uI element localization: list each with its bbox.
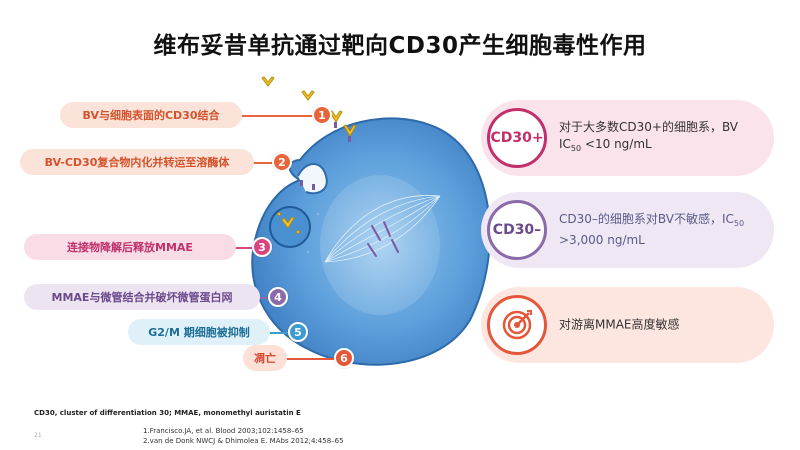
antibody-free bbox=[261, 76, 315, 101]
references: 1.Francisco.JA, et al. Blood 2003;102:14… bbox=[143, 426, 344, 446]
cd30-positive-badge: CD30+ bbox=[487, 108, 547, 168]
cd30-negative-badge: CD30– bbox=[487, 200, 547, 260]
step-number-2: 2 bbox=[272, 152, 292, 172]
connector-line-1 bbox=[240, 115, 314, 117]
step-label-3: 连接物降解后释放MMAE bbox=[24, 234, 236, 260]
cd30-negative-text: CD30–的细胞系对BV不敏感，IC50 >3,000 ng/mL bbox=[559, 211, 745, 248]
step-number-3: 3 bbox=[252, 237, 272, 257]
step-number-5: 5 bbox=[288, 322, 308, 342]
connector-line-3 bbox=[235, 247, 253, 249]
page-number: 21 bbox=[34, 432, 42, 439]
step-number-4: 4 bbox=[268, 287, 288, 307]
mmae-release bbox=[277, 212, 300, 234]
endocytic-pocket bbox=[297, 163, 328, 195]
card-mmae-sensitivity: 对游离MMAE高度敏感 bbox=[481, 287, 774, 363]
connector-line-2 bbox=[252, 162, 274, 164]
connector-line-5 bbox=[268, 332, 290, 334]
page-title: 维布妥昔单抗通过靶向CD30产生细胞毒性作用 bbox=[153, 33, 647, 59]
step-label-4: MMAE与微管结合并破坏微管蛋白网 bbox=[24, 284, 260, 310]
connector-line-6 bbox=[278, 358, 336, 360]
step-label-5: G2/M 期细胞被抑制 bbox=[128, 319, 270, 345]
target-icon bbox=[487, 295, 547, 355]
lysosome bbox=[269, 206, 311, 248]
chromosomes bbox=[367, 221, 399, 257]
step-number-1: 1 bbox=[312, 105, 332, 125]
spindle-region bbox=[320, 175, 440, 315]
step-label-1: BV与细胞表面的CD30结合 bbox=[60, 102, 242, 128]
card-cd30-positive: CD30+ 对于大多数CD30+的细胞系，BV IC50 <10 ng/mL bbox=[481, 100, 774, 176]
abbreviation-footnote: CD30, cluster of differentiation 30; MMA… bbox=[34, 409, 301, 417]
step-label-2: BV-CD30复合物内化并转运至溶酶体 bbox=[20, 149, 254, 175]
step-label-6: 凋亡 bbox=[243, 345, 287, 371]
step-number-6: 6 bbox=[334, 348, 354, 368]
card-cd30-negative: CD30– CD30–的细胞系对BV不敏感，IC50 >3,000 ng/mL bbox=[481, 192, 774, 268]
mmae-dots bbox=[306, 212, 328, 254]
reference-1: 1.Francisco.JA, et al. Blood 2003;102:14… bbox=[143, 427, 304, 435]
cd30-receptors bbox=[300, 122, 351, 190]
connector-line-4 bbox=[258, 297, 270, 299]
cd30-positive-text: 对于大多数CD30+的细胞系，BV IC50 <10 ng/mL bbox=[559, 119, 739, 154]
reference-2: 2.van de Donk NWCJ & Dhimolea E. MAbs 20… bbox=[143, 437, 344, 445]
spindle-fibers bbox=[324, 195, 441, 263]
mmae-sensitivity-text: 对游离MMAE高度敏感 bbox=[559, 317, 680, 332]
